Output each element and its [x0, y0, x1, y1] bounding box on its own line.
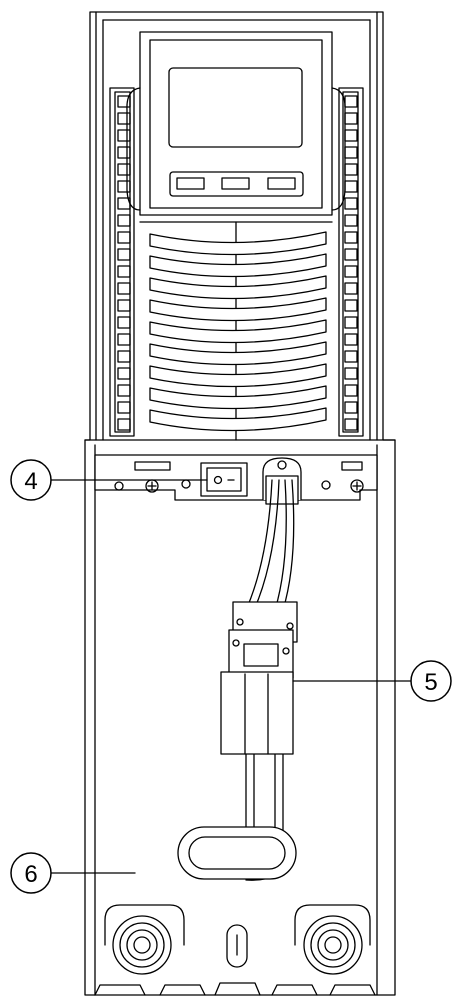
front-vent-slat — [149, 297, 327, 322]
left-vent-slot — [117, 401, 131, 414]
display-button-3 — [267, 177, 296, 190]
left-vent-slot — [117, 418, 131, 431]
callout-4-label: 4 — [24, 468, 37, 495]
left-vent-slot — [117, 231, 131, 244]
front-vent-slat — [149, 275, 327, 300]
left-vent-slot — [117, 146, 131, 159]
connector-screw-3 — [232, 639, 240, 647]
front-vent-slat — [149, 363, 327, 388]
right-vent-slot — [344, 231, 358, 244]
front-vent-slat — [149, 231, 327, 256]
power-switch — [200, 462, 248, 497]
display-button-1 — [176, 177, 205, 190]
left-vent-slot — [117, 112, 131, 125]
front-wave-vents — [149, 221, 327, 441]
plain-screw — [114, 481, 124, 491]
right-vent-inner — [342, 91, 359, 433]
lower-panel — [84, 439, 396, 996]
mounting-tab-left — [134, 461, 171, 471]
button-bar — [169, 171, 304, 197]
left-foot-ring-3 — [133, 936, 151, 954]
right-vent-grille — [338, 87, 364, 437]
display-module — [126, 31, 346, 223]
callout-4: 4 — [10, 459, 208, 501]
cable-bracket-screw — [277, 460, 287, 470]
connector-lower-body — [220, 671, 294, 755]
connector-screw-4 — [282, 647, 290, 655]
right-vent-slot — [344, 333, 358, 346]
left-vent-slot — [117, 350, 131, 363]
left-vent-slot — [117, 214, 131, 227]
front-vent-slat — [149, 341, 327, 366]
center-keyhole-slot — [226, 924, 248, 968]
left-foot-ring-2 — [126, 929, 158, 961]
right-vent-slot — [344, 299, 358, 312]
left-foot-outer — [112, 915, 172, 975]
right-vent-slot — [344, 214, 358, 227]
cable-exit-slot — [177, 826, 297, 880]
mounting-tab-right — [341, 461, 363, 471]
callout-6-label: 6 — [24, 861, 37, 888]
right-vent-frame — [338, 87, 364, 437]
left-vent-slot — [117, 367, 131, 380]
display-side-left — [126, 87, 141, 211]
lcd-screen — [168, 67, 303, 148]
front-vent-slat — [149, 385, 327, 410]
left-vent-slot — [117, 333, 131, 346]
right-foot-ring-1 — [310, 922, 356, 968]
callout-5: 5 — [292, 660, 452, 702]
left-vent-slot — [117, 129, 131, 142]
cable-slot-inner — [188, 836, 286, 870]
right-vent-slot — [344, 248, 358, 261]
right-vent-slot — [344, 265, 358, 278]
cable-entry-bracket — [262, 457, 302, 505]
left-vent-slot — [117, 299, 131, 312]
screws — [114, 479, 364, 493]
callout-5-label: 5 — [424, 669, 437, 696]
left-vent-slot — [117, 248, 131, 261]
left-vent-slot — [117, 180, 131, 193]
bottom-mounts — [94, 904, 376, 996]
front-vent-slat — [149, 253, 327, 278]
right-vent-slot — [344, 418, 358, 431]
left-vent-slot — [117, 265, 131, 278]
left-vent-slot — [117, 282, 131, 295]
right-vent-slot — [344, 282, 358, 295]
left-vent-slot — [117, 384, 131, 397]
display-button-2 — [221, 177, 250, 190]
left-vent-slot — [117, 316, 131, 329]
battery-connector — [220, 601, 298, 755]
left-mount-plate — [104, 904, 185, 946]
callout-6: 6 — [10, 852, 136, 894]
left-vent-inner — [114, 91, 131, 433]
phillips-screw — [350, 479, 364, 493]
right-vent-slot — [344, 316, 358, 329]
right-vent-slot — [344, 401, 358, 414]
connector-screw-2 — [286, 622, 294, 630]
front-vent-slat — [149, 407, 327, 432]
left-vent-slot — [117, 163, 131, 176]
right-vent-slot — [344, 350, 358, 363]
right-vent-slot — [344, 367, 358, 380]
display-side-right — [331, 87, 346, 211]
right-vent-slot — [344, 197, 358, 210]
right-foot-ring-2 — [317, 929, 349, 961]
right-mount-plate — [294, 904, 371, 946]
connector-screw-1 — [236, 618, 244, 626]
power-switch-on-mark — [213, 475, 223, 485]
plain-screw — [321, 480, 331, 490]
right-foot-outer — [303, 915, 363, 975]
right-foot-ring-3 — [324, 936, 342, 954]
left-foot-ring-1 — [119, 922, 165, 968]
power-switch-rocker — [206, 467, 242, 492]
cable-slot-outer — [177, 826, 297, 880]
right-vent-slot — [344, 384, 358, 397]
connector-window — [243, 643, 279, 667]
bottom-tabs — [94, 982, 376, 996]
left-vent-slot — [117, 95, 131, 108]
left-vent-grille — [109, 87, 135, 437]
left-vent-frame — [109, 87, 135, 437]
front-vent-slat — [149, 319, 327, 344]
